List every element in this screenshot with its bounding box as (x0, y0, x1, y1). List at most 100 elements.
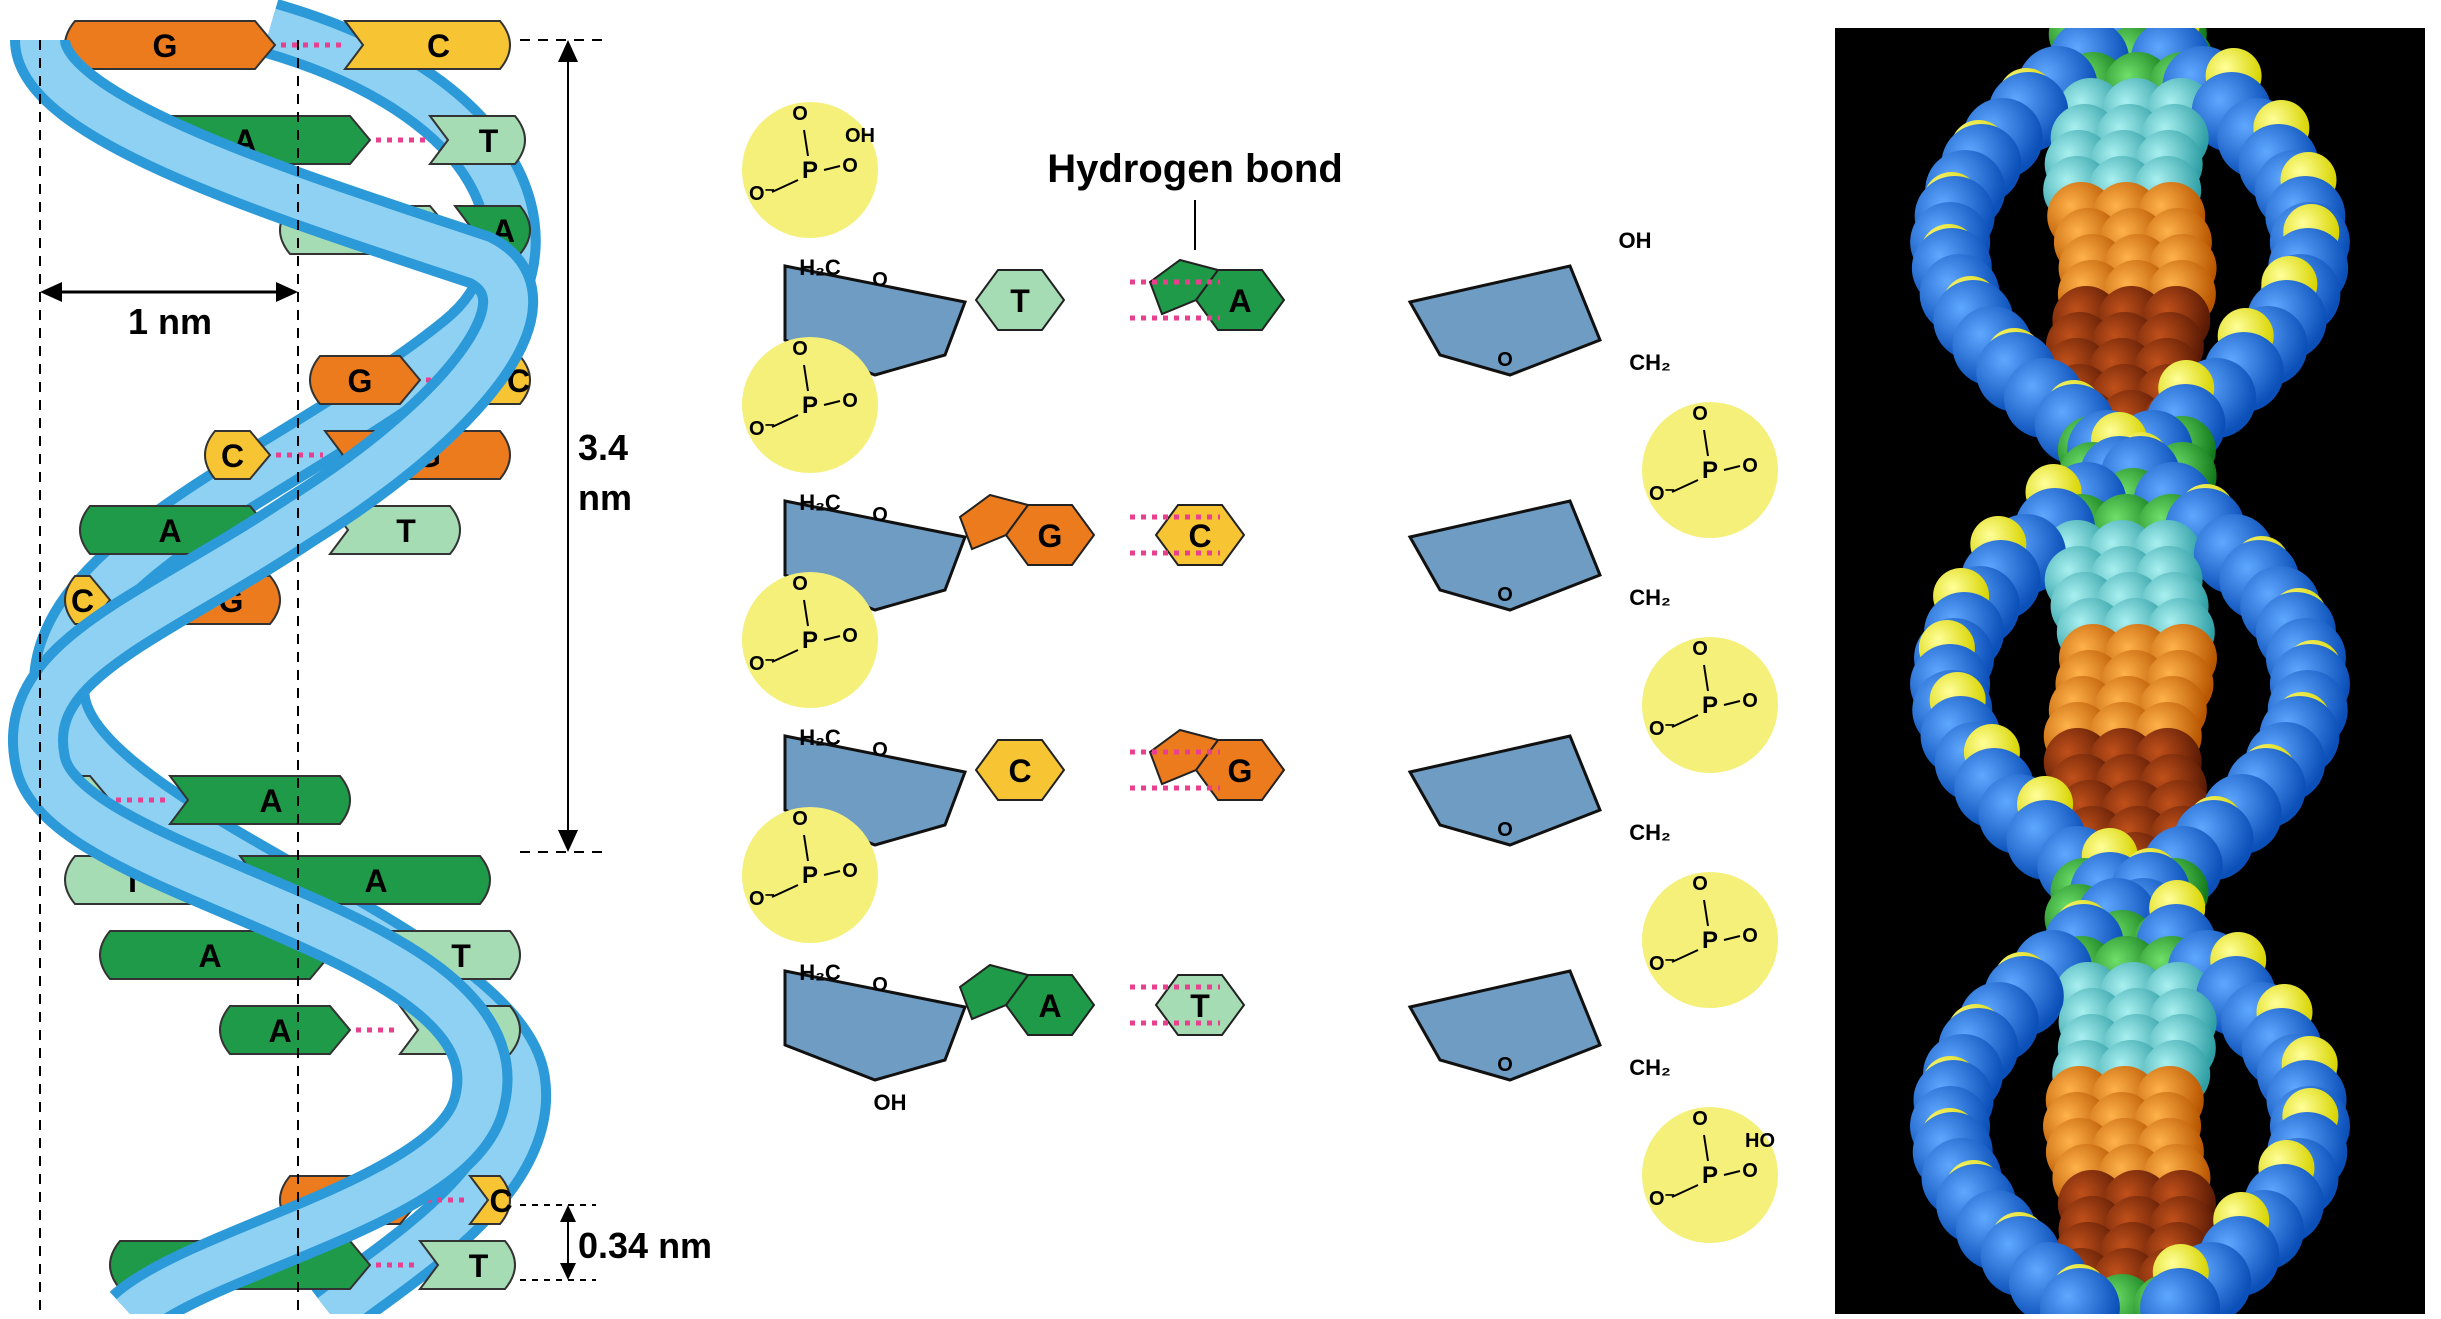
atom-label: O (1692, 403, 1708, 425)
atom-label: O (842, 625, 858, 647)
atom-label: O (1692, 873, 1708, 895)
atom-label: O (1497, 819, 1513, 841)
base-C (204, 430, 272, 480)
base-C: C (974, 739, 1066, 801)
deoxyribose-sugar: O (1407, 499, 1602, 612)
deoxyribose-sugar: O (1407, 264, 1602, 377)
atom-label: O (842, 390, 858, 412)
atom-label: O (1742, 1160, 1758, 1182)
base-G (309, 355, 422, 405)
base-A: A (1148, 258, 1286, 331)
base-letter: C (1188, 518, 1211, 554)
atom-label: O (1742, 925, 1758, 947)
base-G: G (1148, 728, 1286, 801)
atom-label: O⁻ (1649, 718, 1675, 740)
hydrogen-bond-label: Hydrogen bond (1047, 147, 1343, 191)
pitch-label-unit: nm (578, 477, 632, 518)
base-T (428, 115, 526, 165)
atom-label: O (872, 974, 888, 996)
base-A (168, 775, 351, 825)
base-letter: T (479, 123, 499, 159)
rise-label: 0.34 nm (578, 1225, 712, 1266)
base-letter: G (1038, 518, 1063, 554)
base-letter: A (1228, 283, 1251, 319)
base-T (418, 1240, 516, 1290)
base-letter: C (427, 28, 450, 64)
base-letter: A (259, 783, 282, 819)
base-letter: C (489, 1183, 512, 1219)
atom-label: HO (1745, 1130, 1775, 1152)
atom-label: O⁻ (749, 418, 775, 440)
pitch-label-value: 3.4 (578, 427, 628, 468)
atom-label: O (792, 573, 808, 595)
phosphorus-label: P (1702, 457, 1718, 484)
atom-label: O (1497, 584, 1513, 606)
base-letter: A (198, 938, 221, 974)
width-label: 1 nm (128, 301, 212, 342)
atom-label: O (1742, 455, 1758, 477)
base-letter: T (469, 1248, 489, 1284)
base-C: C (1154, 504, 1246, 566)
atom-label: O⁻ (1649, 953, 1675, 975)
base-letter: T (1010, 283, 1030, 319)
phosphate-group: POO⁻O (1642, 637, 1778, 773)
backbone-atom (2140, 1268, 2221, 1319)
nucleotide-pair-row: P O O⁻ O O H₂C G C O CH₂ P O O⁻ O (742, 337, 1778, 773)
atom-label: O (1692, 1108, 1708, 1130)
base-G: G (958, 493, 1096, 566)
atom-label: OH (874, 1090, 907, 1115)
base-letter: C (221, 438, 244, 474)
atom-label: O (872, 269, 888, 291)
base-C (468, 1175, 511, 1225)
atom-label: O (872, 504, 888, 526)
base-letter: T (451, 938, 471, 974)
base-letter: C (71, 583, 94, 619)
atom-label: O (872, 739, 888, 761)
phosphate-group: POO⁻OHO (1642, 1107, 1778, 1243)
atom-label: H₂C (799, 490, 841, 515)
base-letter: G (153, 28, 178, 64)
atom-label: H₂C (799, 255, 841, 280)
atom-label: CH₂ (1629, 350, 1671, 375)
space-filling-model (1835, 0, 2425, 1319)
atom-label: O (1497, 1054, 1513, 1076)
phosphorus-label: P (802, 157, 818, 184)
atom-label: O (842, 155, 858, 177)
deoxyribose-sugar: O (1407, 969, 1602, 1082)
base-letter: T (1190, 988, 1210, 1024)
phosphate-group: POO⁻O (1642, 402, 1778, 538)
atom-label: O⁻ (749, 183, 775, 205)
model-svg (1910, 0, 2350, 1319)
deoxyribose-sugar: O (783, 969, 968, 1082)
base-A (219, 1005, 352, 1055)
phosphorus-label: P (802, 392, 818, 419)
phosphate-group: P O O⁻ O OH (742, 102, 878, 238)
atom-label: H₂C (799, 960, 841, 985)
atom-label: O (1742, 690, 1758, 712)
phosphate-group: POO⁻O (742, 337, 878, 473)
atom-label: O (792, 103, 808, 125)
base-letter: C (1008, 753, 1031, 789)
base-C (343, 20, 511, 70)
atom-label: CH₂ (1629, 585, 1671, 610)
base-T: T (974, 269, 1066, 331)
base-letter: A (268, 1013, 291, 1049)
atom-label: OH (1619, 228, 1652, 253)
atom-label: O (1497, 349, 1513, 371)
base-letter: A (364, 863, 387, 899)
phosphorus-label: P (802, 862, 818, 889)
phosphate-group: P O O⁻ O (1642, 872, 1778, 1008)
atom-label: O (792, 808, 808, 830)
model-atoms (1910, 0, 2350, 1319)
atom-label: O⁻ (749, 888, 775, 910)
deoxyribose-sugar: O (1407, 734, 1602, 847)
base-T: T (1154, 974, 1246, 1036)
nucleotide-pair-row: P O O⁻ O O H₂C C G O CH₂ P O O⁻ O (742, 572, 1778, 1008)
atom-label: OH (845, 125, 875, 147)
phosphorus-label: P (1702, 927, 1718, 954)
